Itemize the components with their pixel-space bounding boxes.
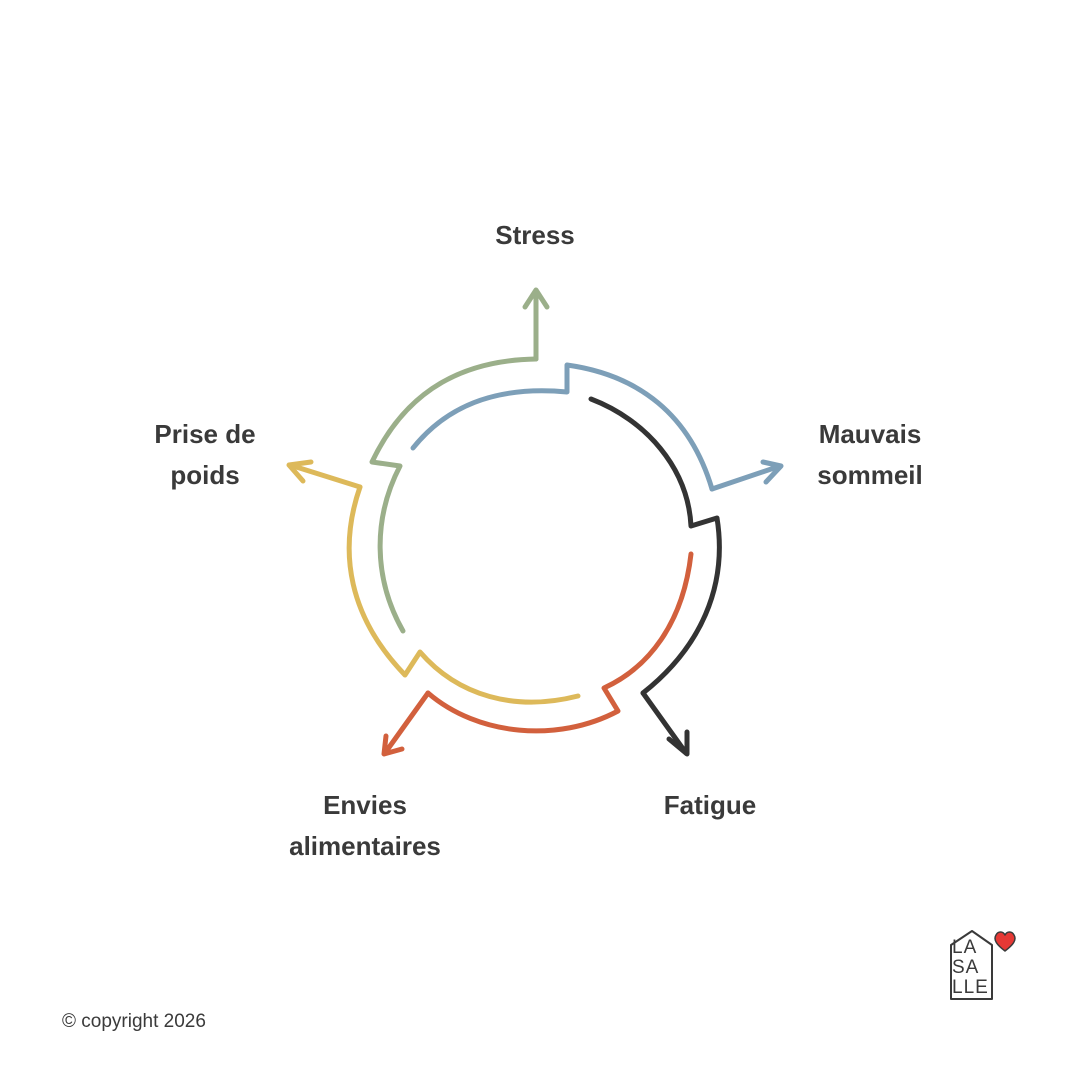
node-label-mauvais-sommeil: Mauvais sommeil	[770, 414, 970, 496]
node-label-fatigue: Fatigue	[610, 785, 810, 826]
arrow-stress	[369, 287, 550, 634]
arrow-prise-de-poids	[286, 459, 581, 705]
node-label-stress: Stress	[435, 215, 635, 256]
logo-letters-line: SA	[952, 957, 980, 978]
arrow-envies-alimentaires	[381, 551, 694, 757]
node-label-prise-de-poids: Prise de poids	[105, 414, 305, 496]
brand-logo: LA SA LLE	[946, 926, 1026, 1006]
label-line: Mauvais	[818, 419, 922, 449]
logo-letters-line: LA	[952, 937, 978, 958]
logo-wordmark: LA SA LLE	[952, 938, 989, 998]
copyright-text: © copyright 2026	[62, 1011, 206, 1032]
house-heart-icon	[950, 930, 1016, 1000]
label-line: Stress	[495, 220, 575, 250]
label-line: Envies	[323, 790, 407, 820]
arrow-fatigue	[588, 396, 722, 757]
label-line: poids	[170, 460, 240, 490]
arrow-mauvais-sommeil	[410, 362, 784, 492]
logo-letters-line: LLE	[952, 977, 989, 998]
label-line: Prise de	[154, 419, 256, 449]
label-line: sommeil	[817, 460, 923, 490]
node-label-envies-alimentaires: Envies alimentaires	[245, 785, 485, 867]
label-line: alimentaires	[289, 831, 441, 861]
label-line: Fatigue	[663, 790, 757, 820]
